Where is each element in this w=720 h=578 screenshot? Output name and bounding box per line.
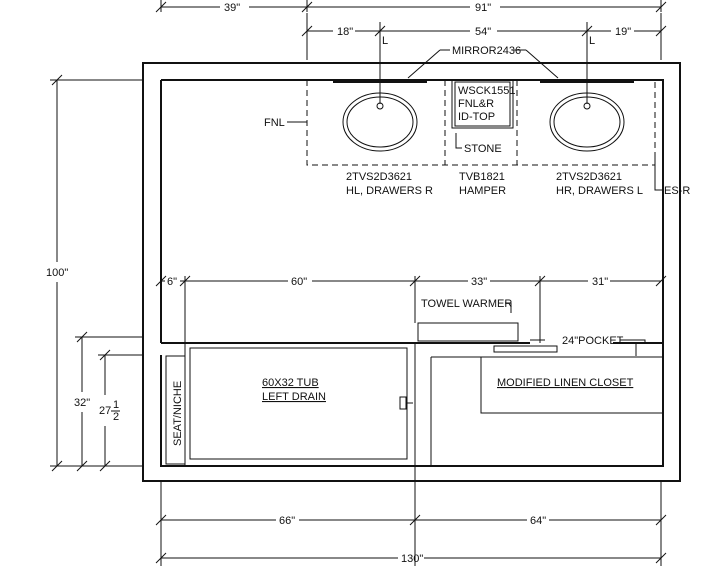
dimension-vanity-mid: 54" [475,26,491,38]
room-inner-wall [160,79,664,467]
dimension-bottom-66: 66" [279,515,295,527]
svg-text:1: 1 [113,399,119,411]
dimension-left-100: 100" [46,267,68,279]
centerline-right-label: L [589,35,595,47]
bathtub [189,347,408,460]
dimension-mid-33: 33" [471,276,487,288]
dimension-bottom-130: 130" [401,553,423,565]
tub-label-2: LEFT DRAIN [262,391,326,403]
mirror-label: MIRROR2436 [452,45,521,57]
centerline-left: L [379,22,388,104]
dimension-bottom-64: 64" [530,515,546,527]
wsck-label-1: WSCK1551 [458,85,515,97]
fnl-label: FNL [264,117,285,129]
dimension-top-left: 39" [224,2,240,14]
dimension-bottom [155,466,667,566]
tub-label-1: 60X32 TUB [262,377,319,389]
vanity-left-label-2: HL, DRAWERS R [346,185,433,197]
es-r-label: ES-R [664,185,690,197]
wsck-label-3: ID-TOP [458,111,495,123]
stone-label: STONE [464,143,502,155]
svg-text:27: 27 [99,405,111,417]
vanity-right-label-1: 2TVS2D3621 [556,171,622,183]
dimension-vanity [301,13,667,60]
dimension-mid-6: 6" [167,276,177,288]
towel-warmer [417,322,519,342]
pocket-label: 24"POCKET [562,335,624,347]
dimension-mid-31: 31" [592,276,608,288]
dimension-left-height [50,74,143,472]
pocket-door [493,345,558,353]
linen-closet [430,356,663,466]
centerline-left-label: L [382,35,388,47]
dimension-left-tub [75,331,143,472]
hamper-label-2: HAMPER [459,185,506,197]
seat-niche [165,355,186,465]
tub-wall [184,343,416,466]
vanity-left-label-1: 2TVS2D3621 [346,171,412,183]
es-r-leader [654,156,662,191]
dimension-top [155,0,667,13]
hamper-label-1: TVB1821 [459,171,505,183]
towel-warmer-label: TOWEL WARMER [421,298,512,310]
stone-leader [455,133,462,149]
wsck-label-2: FNL&R [458,98,494,110]
dimension-vanity-right: 19" [615,26,631,38]
dimension-mid-60: 60" [291,276,307,288]
seat-niche-label: SEAT/NICHE [172,381,184,446]
linen-closet-label: MODIFIED LINEN CLOSET [497,377,634,389]
dimension-vanity-left: 18" [337,26,353,38]
vanity-right-label-2: HR, DRAWERS L [556,185,643,197]
dimension-middle [155,275,667,343]
wall-cabinet [451,79,514,129]
dimension-top-right: 91" [475,2,491,14]
svg-text:2: 2 [113,411,119,423]
centerline-right: L [586,22,595,104]
room-outer-wall [142,62,681,482]
dimension-left-27-half: 27 1 2 [99,399,120,423]
dimension-left-32: 32" [74,397,90,409]
